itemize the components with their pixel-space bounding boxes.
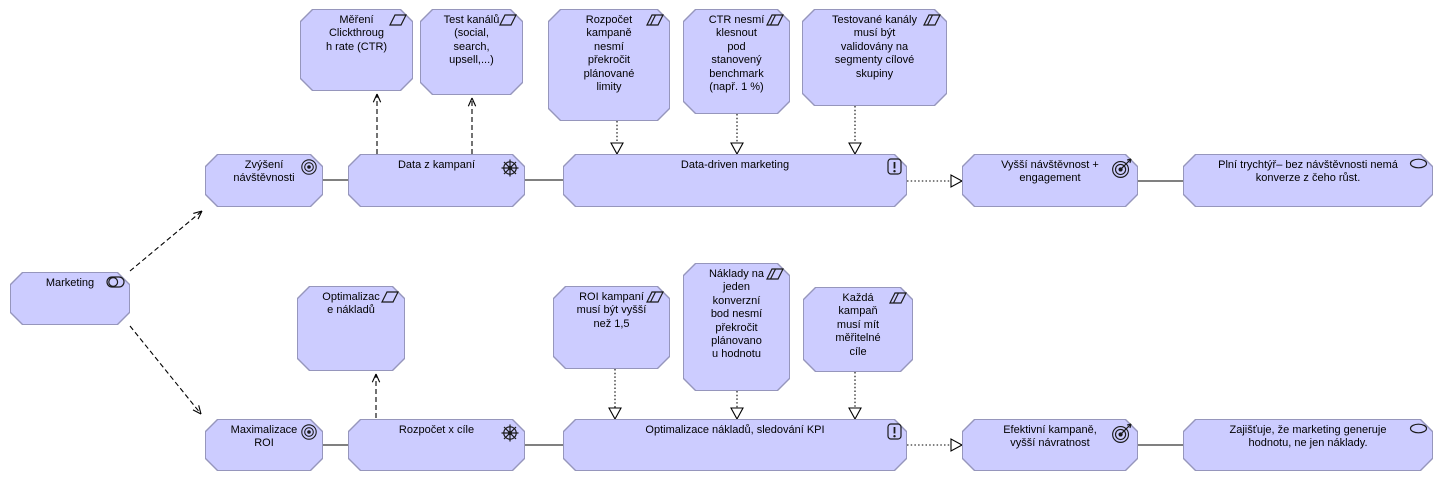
node-shape-fill <box>564 155 906 206</box>
node-label: Každá kampaň musí mít měřitelné cíle <box>835 292 881 358</box>
node-label: Náklady na jeden konverzní bod nesmí pře… <box>708 268 765 361</box>
driver-icon <box>501 424 519 442</box>
node-label: Marketing <box>45 277 95 289</box>
stakeholder-icon <box>106 276 125 288</box>
node-shape-fill <box>684 264 789 390</box>
node-constraint-testovane-kanaly[interactable]: Testované kanály musí být validovány na … <box>802 9 947 106</box>
goal-icon <box>301 424 317 440</box>
node-shape-fill <box>564 420 906 470</box>
outcome-icon <box>1112 423 1132 443</box>
driver-icon <box>501 159 519 177</box>
connector-realization-principle-data-driven-marketing--outcome-vyssi-navstevnost[interactable] <box>907 174 964 188</box>
constraint-icon <box>923 14 941 26</box>
node-label: Optimalizace nákladů, sledování KPI <box>645 424 825 436</box>
node-stakeholder-marketing[interactable]: Marketing <box>10 272 130 325</box>
connector-realization-principle-optimalizace-kpi--outcome-efektivni-kampane[interactable] <box>907 438 964 452</box>
connector-realization-constraint-naklady-konverze--principle-optimalizace-kpi[interactable] <box>730 391 744 421</box>
constraint-icon <box>766 14 784 26</box>
connector-realization-constraint-ctr-benchmark--principle-data-driven-marketing[interactable] <box>730 114 744 156</box>
constraint-icon <box>889 292 907 304</box>
node-label: Vyšší návštěvnost + engagement <box>1001 159 1099 185</box>
node-label: Data z kampaní <box>397 159 476 171</box>
requirement-icon <box>499 14 517 26</box>
requirement-icon <box>381 291 399 303</box>
principle-icon <box>887 423 902 440</box>
node-principle-optimalizace-kpi[interactable]: Optimalizace nákladů, sledování KPI <box>563 419 907 471</box>
node-shape-fill <box>554 287 669 368</box>
connector-influence-driver-rozpocet-x-cile--requirement-optimalizace-nakladu[interactable] <box>371 373 381 418</box>
connector-influence-stakeholder-marketing--goal-maximalizace-roi[interactable] <box>129 325 202 415</box>
node-constraint-ctr-benchmark[interactable]: CTR nesmí klesnout pod stanovený benchma… <box>683 9 790 114</box>
node-shape-fill <box>421 10 522 94</box>
node-value-plni-trychtyr[interactable]: Plní trychtýř– bez návštěvnosti nemá kon… <box>1183 154 1433 207</box>
node-label: Efektivní kampaně, vyšší návratnost <box>1003 424 1097 450</box>
connector-influence-stakeholder-marketing--goal-zvyseni-navstevnosti[interactable] <box>129 210 203 272</box>
value-icon <box>1409 423 1428 434</box>
node-shape-fill <box>349 420 524 470</box>
node-shape-fill <box>1184 155 1432 206</box>
node-label: Rozpočet kampaně nesmí překročit plánova… <box>583 14 635 94</box>
node-shape-fill <box>301 10 412 90</box>
node-shape-fill <box>963 420 1137 470</box>
node-label: Plní trychtýř– bez návštěvnosti nemá kon… <box>1218 159 1398 185</box>
node-constraint-naklady-konverze[interactable]: Náklady na jeden konverzní bod nesmí pře… <box>683 263 790 391</box>
constraint-icon <box>646 14 664 26</box>
node-constraint-roi-kampani[interactable]: ROI kampaní musí být vyšší než 1,5 <box>553 286 670 369</box>
node-label: Zvýšení návštěvnosti <box>233 159 295 185</box>
node-label: Testované kanály musí být validovány na … <box>832 14 917 80</box>
node-outcome-efektivni-kampane[interactable]: Efektivní kampaně, vyšší návratnost <box>962 419 1138 471</box>
requirement-icon <box>389 14 407 26</box>
node-goal-zvyseni-navstevnosti[interactable]: Zvýšení návštěvnosti <box>205 154 323 207</box>
principle-icon <box>887 158 902 175</box>
value-icon <box>1409 158 1428 169</box>
node-constraint-kazda-kampan[interactable]: Každá kampaň musí mít měřitelné cíle <box>803 287 913 372</box>
constraint-icon <box>646 291 664 303</box>
connector-realization-constraint-rozpocet-limity--principle-data-driven-marketing[interactable] <box>610 121 624 156</box>
connector-influence-driver-data-z-kampani--requirement-test-kanalu[interactable] <box>467 97 477 154</box>
node-shape-fill <box>1184 420 1432 470</box>
node-label: ROI kampaní musí být vyšší než 1,5 <box>576 291 647 330</box>
node-requirement-test-kanalu[interactable]: Test kanálů (social, search, upsell,...) <box>420 9 523 95</box>
goal-icon <box>301 159 317 175</box>
node-label: Maximalizace ROI <box>230 424 298 450</box>
connector-influence-driver-data-z-kampani--requirement-mereni-ctr[interactable] <box>372 93 382 154</box>
node-shape-fill <box>963 155 1137 206</box>
node-value-zajistuje-hodnotu[interactable]: Zajišťuje, že marketing generuje hodnotu… <box>1183 419 1433 471</box>
node-requirement-optimalizace-nakladu[interactable]: Optimalizac e nákladů <box>297 286 405 371</box>
node-label: Data-driven marketing <box>680 159 790 171</box>
node-label: Rozpočet x cíle <box>398 424 475 436</box>
node-goal-maximalizace-roi[interactable]: Maximalizace ROI <box>205 419 323 471</box>
node-driver-data-z-kampani[interactable]: Data z kampaní <box>348 154 525 207</box>
node-shape-fill <box>803 10 946 105</box>
connector-realization-constraint-testovane-kanaly--principle-data-driven-marketing[interactable] <box>848 106 862 156</box>
node-constraint-rozpocet-limity[interactable]: Rozpočet kampaně nesmí překročit plánova… <box>548 9 670 121</box>
node-principle-data-driven-marketing[interactable]: Data-driven marketing <box>563 154 907 207</box>
node-shape-fill <box>549 10 669 120</box>
outcome-icon <box>1112 158 1132 178</box>
node-shape-fill <box>349 155 524 206</box>
node-outcome-vyssi-navstevnost[interactable]: Vyšší návštěvnost + engagement <box>962 154 1138 207</box>
node-label: Optimalizac e nákladů <box>322 291 380 317</box>
node-requirement-mereni-ctr[interactable]: Měření Clickthroug h rate (CTR) <box>300 9 413 91</box>
node-label: Zajišťuje, že marketing generuje hodnotu… <box>1229 424 1387 450</box>
node-shape-fill <box>684 10 789 113</box>
node-label: Test kanálů (social, search, upsell,...) <box>443 14 500 67</box>
node-shape-fill <box>298 287 404 370</box>
constraint-icon <box>766 268 784 280</box>
node-label: Měření Clickthroug h rate (CTR) <box>325 14 388 53</box>
node-driver-rozpocet-x-cile[interactable]: Rozpočet x cíle <box>348 419 525 471</box>
connector-realization-constraint-kazda-kampan--principle-optimalizace-kpi[interactable] <box>848 372 862 421</box>
node-label: CTR nesmí klesnout pod stanovený benchma… <box>708 14 765 94</box>
connector-realization-constraint-roi-kampani--principle-optimalizace-kpi[interactable] <box>608 369 622 421</box>
